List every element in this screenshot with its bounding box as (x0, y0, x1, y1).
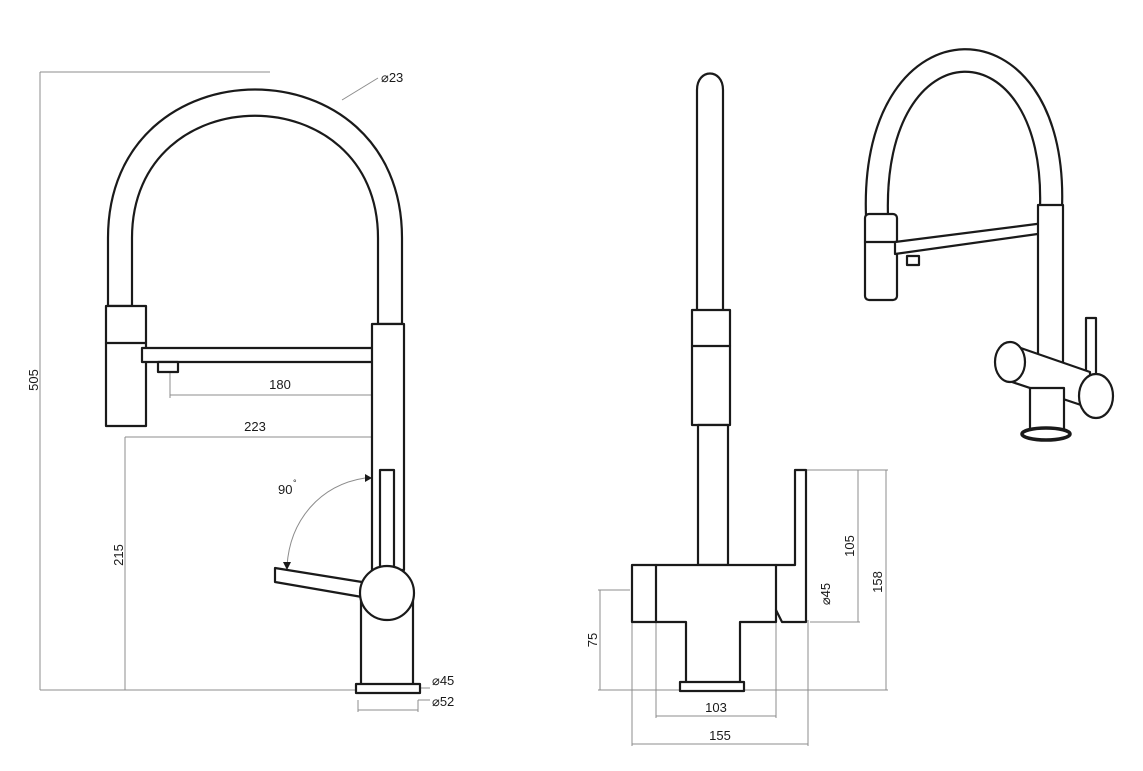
label-spray-reach: 180 (269, 377, 291, 392)
perspective-spray-head (863, 212, 899, 302)
lever-vertical (378, 468, 396, 572)
perspective-arm (893, 220, 1054, 256)
spray-head (104, 304, 148, 428)
spray-arm (140, 346, 382, 364)
perspective-lower-body (1028, 386, 1066, 432)
label-side-body-width: 103 (705, 700, 727, 715)
label-side-total-height: 158 (870, 571, 885, 593)
label-rotation-angle: 90 (278, 482, 292, 497)
perspective-view (863, 48, 1115, 442)
rotation-arc (286, 477, 366, 567)
perspective-right-cap (1077, 372, 1115, 420)
label-spout-reach: 223 (244, 419, 266, 434)
dim-hose-leader (341, 77, 379, 101)
perspective-column (1036, 203, 1065, 367)
perspective-base (1020, 426, 1072, 442)
label-hose-diameter: ⌀23 (381, 70, 403, 85)
side-base-plate (678, 680, 746, 693)
lever-horizontal (273, 566, 364, 599)
label-total-height: 505 (26, 369, 41, 391)
label-side-lever-diameter: ⌀45 (818, 583, 833, 605)
rotation-arrow-top (365, 474, 372, 482)
side-handle-band (690, 308, 732, 427)
label-side-body-height: 75 (585, 633, 600, 647)
label-side-total-width: 155 (709, 728, 731, 743)
rotation-arrow-bottom (283, 562, 291, 570)
perspective-arm-clip (905, 254, 921, 267)
arm-clip (156, 360, 180, 374)
valve-cap (358, 564, 416, 622)
label-base-diameter-52: ⌀52 (432, 694, 454, 709)
side-column (696, 423, 730, 567)
base-plate (354, 682, 422, 695)
side-spout (695, 72, 725, 314)
side-view: 75 103 155 105 ⌀45 158 (585, 72, 888, 746)
hose-arch (106, 88, 404, 326)
side-cross-body (630, 468, 808, 688)
label-base-height: 215 (111, 544, 126, 566)
front-view: ⌀23 505 180 223 90 ° 215 ⌀45 ⌀52 (26, 70, 454, 712)
perspective-left-cap (993, 340, 1027, 384)
label-side-lever-height: 105 (842, 535, 857, 557)
label-rotation-unit: ° (293, 478, 297, 488)
perspective-hose (864, 48, 1064, 218)
label-base-diameter-45: ⌀45 (432, 673, 454, 688)
